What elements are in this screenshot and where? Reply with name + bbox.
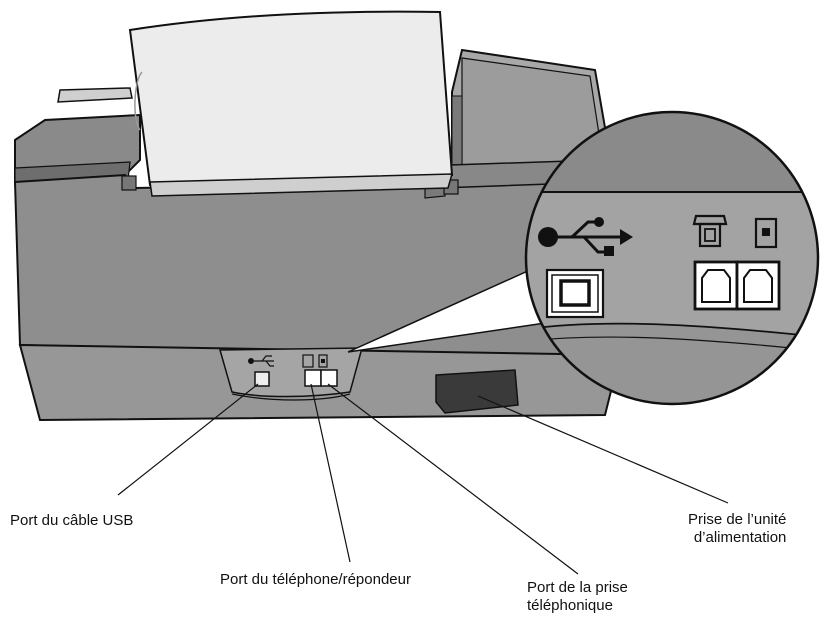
power-socket bbox=[435, 369, 519, 414]
callout-power-text-2: d’alimentation bbox=[693, 529, 787, 546]
callout-line-text-1: Port de la prise bbox=[527, 579, 628, 596]
panel-usb-icon bbox=[248, 355, 274, 367]
callout-usb-text: Port du câble USB bbox=[10, 512, 134, 529]
callout-line-port: Port de la prise téléphonique bbox=[527, 579, 628, 615]
line-jack-magnified bbox=[735, 260, 781, 311]
panel-usb-port bbox=[254, 371, 270, 387]
paper-support-arm bbox=[57, 87, 133, 103]
telephone-icon bbox=[692, 214, 728, 248]
callout-power-port: Prise de l’unité d’alimentation bbox=[688, 511, 786, 547]
callout-line-text-2: téléphonique bbox=[527, 597, 613, 614]
callout-power-text-1: Prise de l’unité bbox=[688, 511, 787, 528]
usb-trident-icon bbox=[538, 217, 633, 256]
callout-usb-port: Port du câble USB bbox=[10, 512, 133, 530]
paper-tray bbox=[128, 10, 454, 197]
usb-port-magnified bbox=[545, 268, 605, 319]
panel-phone-port bbox=[304, 369, 322, 387]
magnifier-rim bbox=[524, 110, 820, 406]
leader-usb bbox=[117, 383, 259, 496]
callout-phone-text: Port du téléphone/répondeur bbox=[220, 571, 411, 588]
panel-line-icon bbox=[318, 354, 328, 368]
leader-phone bbox=[310, 383, 351, 563]
callout-phone-port: Port du téléphone/répondeur bbox=[220, 571, 411, 589]
panel-line-port bbox=[320, 369, 338, 387]
phone-line-icon bbox=[754, 217, 778, 249]
phone-jack-magnified bbox=[693, 260, 739, 311]
panel-telephone-icon bbox=[302, 354, 314, 368]
leader-power bbox=[477, 395, 729, 504]
leader-line bbox=[327, 383, 579, 575]
